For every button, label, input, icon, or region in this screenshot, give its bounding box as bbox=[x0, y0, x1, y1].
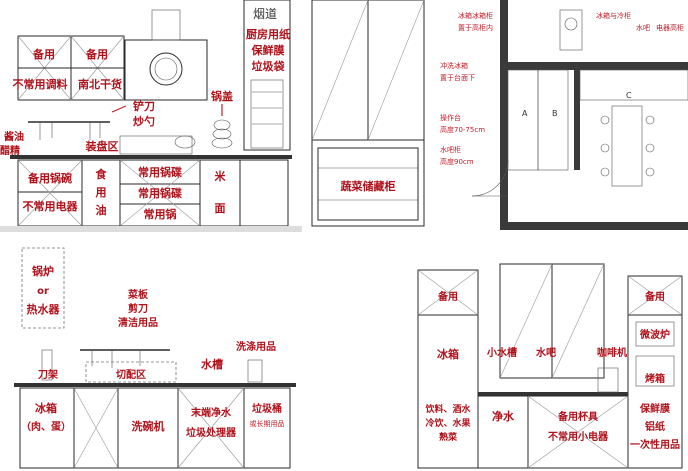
label-fridge-dim: 冰箱与冷柜 bbox=[596, 11, 631, 20]
label-trash-note: 或长期用品 bbox=[250, 419, 285, 428]
label-small-sink: 小水槽 bbox=[486, 346, 517, 359]
label-disposable: 一次性用品 bbox=[630, 438, 680, 451]
label-water-bar: 水吧柜 bbox=[440, 145, 461, 154]
label-cutting-area: 切配区 bbox=[116, 369, 146, 381]
label-scissors: 剪刀 bbox=[128, 302, 148, 315]
label-cooked: 熟菜 bbox=[439, 431, 458, 443]
label-spare-right: 备用 bbox=[644, 290, 665, 303]
label-spice: 不常用调料 bbox=[13, 77, 68, 91]
label-drinks: 饮料、酒水 bbox=[424, 403, 471, 415]
label-oven: 烤箱 bbox=[645, 372, 665, 385]
label-water-height: 高度90cm bbox=[440, 157, 474, 166]
label-spatula: 铲刀 bbox=[133, 99, 155, 113]
label-fridge-meat: （肉、蛋） bbox=[21, 420, 71, 433]
label-vinegar: 醋精 bbox=[0, 144, 20, 157]
label-oil-2: 用 bbox=[96, 186, 107, 199]
label-trash-bag: 垃圾袋 bbox=[252, 59, 286, 73]
label-sink-note: 冲洗冰箱 bbox=[440, 61, 468, 70]
label-appliance-tall: 电器高柜 bbox=[656, 23, 684, 32]
label-counter: 操作台 bbox=[440, 113, 461, 122]
panel-floor-plan: 冰箱冰箱柜 置于高柜内 冰箱与冷柜 水吧 电器高柜 冲洗冰箱 置于台面下 操作台… bbox=[440, 0, 688, 230]
label-dishwasher: 洗碗机 bbox=[132, 419, 165, 433]
label-fridge-note: 冰箱冰箱柜 bbox=[458, 11, 493, 20]
panel-storage-elevation: 蔬菜储藏柜 bbox=[311, 0, 425, 227]
label-water-heater: 热水器 bbox=[27, 302, 61, 316]
label-oil-3: 油 bbox=[96, 203, 107, 217]
label-upper-spare-right: 备用 bbox=[85, 47, 108, 61]
label-upper-spare-left: 备用 bbox=[32, 47, 55, 61]
label-oil-1: 食 bbox=[96, 167, 108, 181]
label-common-pots: 常用锅 bbox=[144, 207, 177, 221]
label-microwave: 微波炉 bbox=[639, 328, 670, 341]
label-spare-cups: 备用杯具 bbox=[557, 410, 598, 423]
label-plating-area: 装盘区 bbox=[85, 139, 119, 153]
label-trash-bin: 垃圾桶 bbox=[252, 402, 282, 415]
label-rice: 米 bbox=[214, 169, 227, 183]
label-common-bowls-2: 常用锅碟 bbox=[138, 186, 182, 200]
label-keep-fresh: 保鲜膜 bbox=[639, 402, 670, 415]
panel-bar-elevation: 备用 备用 冰箱 小水槽 水吧 咖啡机 微波炉 烤箱 饮料、酒水 冷饮、水果 熟… bbox=[417, 263, 683, 469]
label-faucet: 水槽 bbox=[201, 357, 223, 371]
label-vegetable-cabinet: 蔬菜储藏柜 bbox=[341, 179, 396, 193]
label-appliances: 不常用电器 bbox=[23, 199, 79, 213]
label-disposer: 垃圾处理器 bbox=[186, 426, 237, 439]
label-pot-lid: 锅盖 bbox=[211, 89, 233, 103]
label-mark-a: A bbox=[522, 109, 528, 118]
label-bar-water: 水吧 bbox=[535, 346, 556, 359]
panel-sink-elevation: 锅炉 or 热水器 菜板 剪刀 清洁用品 刀架 切配区 水槽 洗涤用品 冰箱 （… bbox=[0, 238, 310, 471]
label-purify: 净水 bbox=[492, 409, 515, 423]
label-bar-fridge: 冰箱 bbox=[437, 347, 459, 361]
label-fridge: 冰箱 bbox=[35, 401, 57, 415]
label-dry-goods: 南北干货 bbox=[78, 77, 122, 91]
label-detergent: 洗涤用品 bbox=[236, 340, 276, 353]
label-knife-rack: 刀架 bbox=[38, 368, 58, 381]
label-cold-drinks: 冷饮、水果 bbox=[425, 417, 471, 429]
label-mark-b: B bbox=[552, 109, 558, 118]
label-mark-c: C bbox=[626, 91, 632, 100]
label-chimney: 烟道 bbox=[253, 7, 277, 21]
label-or: or bbox=[37, 286, 49, 297]
label-oil: 酱油 bbox=[4, 130, 24, 143]
label-small-appliances: 不常用小电器 bbox=[548, 430, 609, 443]
label-cleaning: 清洁用品 bbox=[118, 316, 158, 329]
label-spare-pots: 备用锅碗 bbox=[27, 171, 72, 185]
label-counter-height: 高度70-75cm bbox=[440, 125, 485, 134]
label-cutting-board: 菜板 bbox=[127, 288, 149, 301]
label-fridge-note-2: 置于高柜内 bbox=[458, 23, 493, 32]
label-cling-film: 保鲜膜 bbox=[251, 43, 285, 57]
label-purifier: 末端净水 bbox=[191, 406, 232, 419]
panel-cooking-elevation: 备用 备用 不常用调料 南北干货 烟道 厨房用纸 保鲜膜 垃圾袋 铲刀 炒勺 锅… bbox=[0, 0, 302, 232]
label-water: 水吧 bbox=[636, 23, 650, 32]
label-common-bowls-1: 常用锅碟 bbox=[138, 165, 182, 179]
label-flour: 面 bbox=[215, 202, 226, 215]
label-paper: 铝纸 bbox=[645, 420, 665, 433]
label-spare-left: 备用 bbox=[437, 290, 458, 303]
label-sink-note-2: 置于台面下 bbox=[440, 73, 475, 82]
label-coffee: 咖啡机 bbox=[597, 346, 627, 359]
label-kitchen-paper: 厨房用纸 bbox=[246, 27, 290, 41]
label-boiler: 锅炉 bbox=[32, 264, 54, 278]
label-ladle: 炒勺 bbox=[133, 114, 155, 128]
